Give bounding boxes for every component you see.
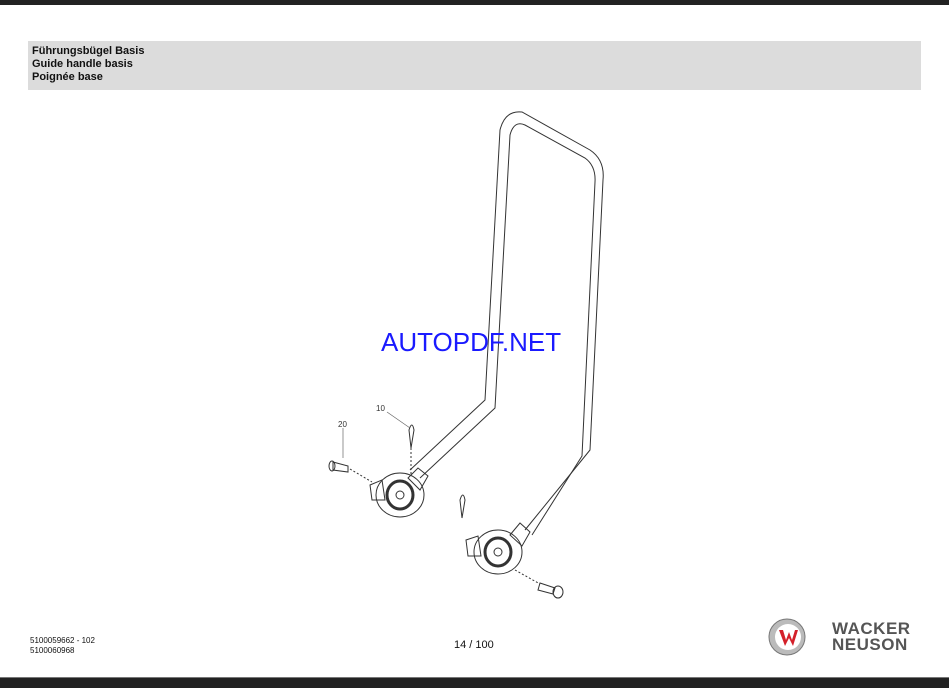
left-bracket bbox=[375, 472, 425, 518]
spring-clip-right bbox=[459, 494, 466, 519]
handle-tube-outer bbox=[409, 111, 604, 531]
handle-tube-inner bbox=[419, 123, 596, 536]
right-bracket bbox=[473, 529, 523, 575]
brand-name: WACKER NEUSON bbox=[832, 619, 911, 654]
pin-right bbox=[537, 582, 556, 595]
title-english: Guide handle basis bbox=[32, 58, 133, 70]
brand-line-1: WACKER bbox=[832, 619, 911, 638]
spring-clip-10 bbox=[408, 424, 415, 449]
doc-number-2: 5100060968 bbox=[30, 646, 75, 655]
section-header: Führungsbügel Basis Guide handle basis P… bbox=[28, 41, 921, 90]
document-numbers: 5100059662 - 102 5100060968 bbox=[30, 636, 95, 656]
title-german: Führungsbügel Basis bbox=[32, 45, 145, 57]
top-bar bbox=[0, 0, 949, 5]
wacker-neuson-logo-icon bbox=[768, 618, 806, 656]
title-french: Poignée base bbox=[32, 71, 103, 83]
callout-10: 10 bbox=[376, 404, 385, 413]
brand-line-2: NEUSON bbox=[832, 635, 908, 654]
page-number: 14 / 100 bbox=[454, 639, 494, 651]
callout-20: 20 bbox=[338, 420, 347, 429]
bottom-bar bbox=[0, 677, 949, 688]
doc-number-1: 5100059662 - 102 bbox=[30, 636, 95, 645]
watermark: AUTOPDF.NET bbox=[381, 327, 562, 357]
pin-20 bbox=[332, 461, 349, 473]
